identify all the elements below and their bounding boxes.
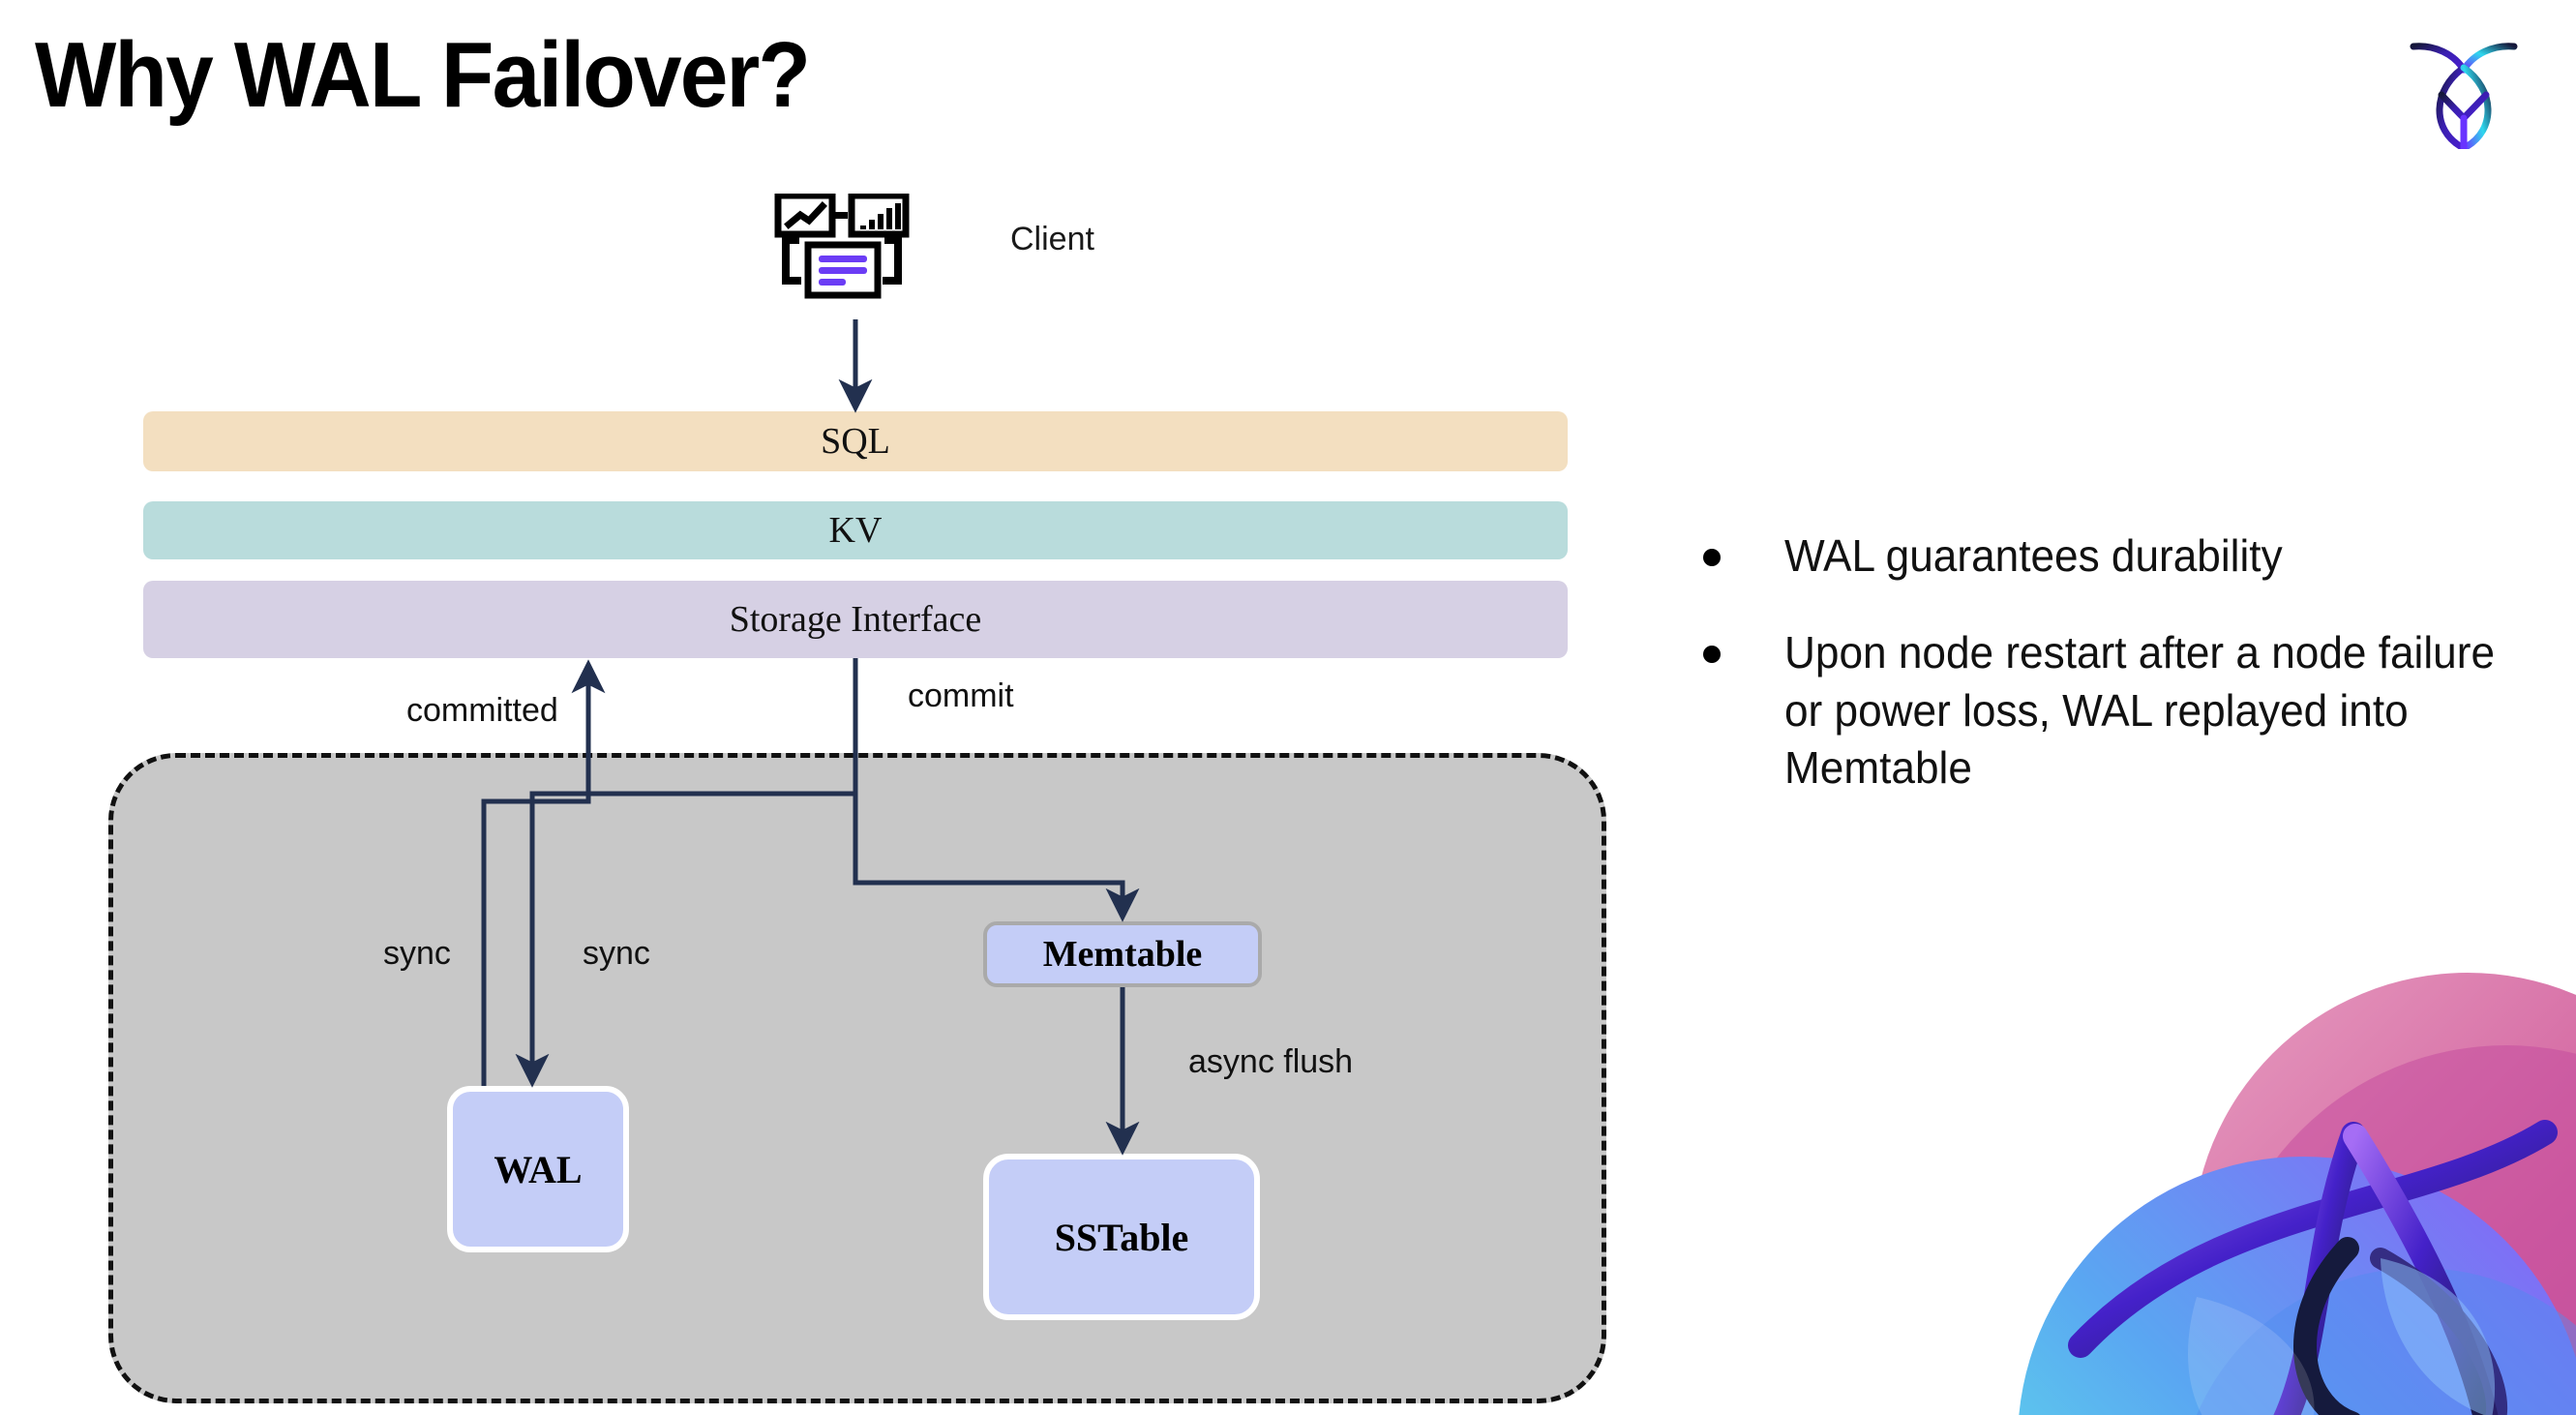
layer-label-sql: SQL — [821, 421, 890, 462]
node-label-memtable: Memtable — [1042, 934, 1203, 975]
layer-bar-storage: Storage Interface — [143, 581, 1568, 658]
client-label: Client — [1010, 221, 1094, 257]
edge-label-committed: committed — [406, 692, 558, 729]
edge-label-sync-down: sync — [583, 935, 650, 972]
edge-label-sync-up: sync — [383, 935, 451, 972]
layer-bar-sql: SQL — [143, 411, 1568, 471]
bullet-text: WAL guarantees durability — [1784, 530, 2283, 581]
node-wal: WAL — [447, 1086, 629, 1252]
layer-label-kv: KV — [828, 510, 883, 551]
node-label-sstable: SSTable — [1054, 1215, 1189, 1259]
node-label-wal: WAL — [494, 1147, 583, 1191]
bullet-dot-icon — [1703, 549, 1721, 566]
bullet-list: WAL guarantees durability Upon node rest… — [1703, 527, 2526, 836]
edge-label-commit: commit — [908, 677, 1014, 714]
cockroachdb-logo-icon — [2406, 25, 2522, 152]
node-memtable: Memtable — [983, 921, 1262, 987]
layer-label-storage: Storage Interface — [729, 599, 982, 640]
layer-bar-kv: KV — [143, 501, 1568, 559]
pebble-container: Pebble Memory Disk — [108, 753, 1606, 1403]
cockroachdb-orb-decoration-icon — [1964, 929, 2576, 1415]
node-sstable: SSTable — [983, 1154, 1260, 1320]
bullet-text: Upon node restart after a node failure o… — [1784, 626, 2496, 794]
list-item: Upon node restart after a node failure o… — [1703, 624, 2526, 798]
bullet-dot-icon — [1703, 645, 1721, 663]
page-title: Why WAL Failover? — [35, 23, 811, 127]
client-dashboard-icon — [774, 192, 929, 319]
edge-label-async-flush: async flush — [1188, 1043, 1354, 1080]
list-item: WAL guarantees durability — [1703, 527, 2526, 586]
